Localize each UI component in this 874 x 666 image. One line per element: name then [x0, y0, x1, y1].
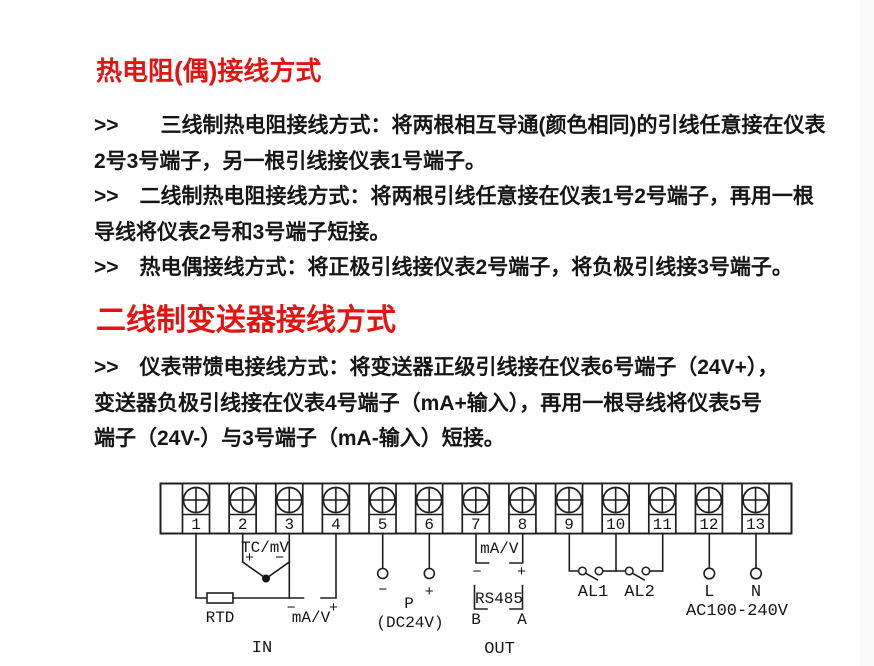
output-circuit: mA/V − + RS485 B A OUT [471, 532, 527, 659]
terminal-cell: 8 [508, 482, 537, 535]
wire-terminal10 [615, 532, 627, 572]
wire-terminal8 [509, 532, 524, 564]
mav-in-label: mA/V [292, 609, 331, 627]
tc-mv-label: TC/mV [241, 539, 289, 557]
terminal-cell: 12 [694, 482, 724, 535]
terminal-number: 4 [331, 516, 341, 534]
terminal-number: 5 [378, 516, 388, 534]
mav-out-label: mA/V [480, 540, 519, 558]
terminal-number: 6 [424, 516, 434, 534]
section2-title: 二线制变送器接线方式 [96, 304, 396, 337]
al2-switch-blade [632, 572, 646, 581]
mav-in-plus-sign: + [329, 600, 338, 617]
al2-contact-left-icon [624, 566, 634, 576]
terminal-cell: 1 [181, 482, 211, 535]
terminal5-contact-icon [376, 567, 389, 580]
ac-range-label: AC100-240V [686, 602, 789, 621]
neutral-label: N [751, 583, 761, 602]
mav-in-minus-sign: − [286, 600, 295, 617]
input-circuit: TC/mV + − − + RTD mA/V IN [195, 532, 338, 658]
rs485-bracket-left [473, 584, 488, 610]
terminal-cell: 6 [414, 482, 444, 535]
al1-contact-right-icon [594, 566, 604, 576]
terminal-cells: 1 2 3 4 [181, 482, 770, 535]
rs485-bracket-right [509, 584, 524, 610]
body-text-line: >> 三线制热电阻接线方式：将两根相互导通(颜色相同)的引线任意接在仪表 [94, 114, 826, 137]
terminal-number: 8 [518, 516, 528, 534]
terminal-cell: 4 [321, 482, 351, 535]
body-text-line: 端子（24V-）与3号端子（mA-输入）短接。 [94, 427, 505, 450]
terminal-cell: 9 [554, 482, 584, 535]
terminal13-contact-icon [749, 567, 763, 580]
terminal-number: 12 [699, 516, 718, 534]
al1-contact-left-icon [577, 566, 587, 576]
terminal-cell: 7 [461, 482, 491, 535]
body-text-line: >> 仪表带馈电接线方式：将变送器正级引线接在仪表6号端子（24V+）， [94, 356, 779, 379]
p-minus-sign: − [378, 582, 387, 599]
terminal6-contact-icon [423, 567, 436, 580]
terminal-cell: 11 [647, 482, 677, 535]
terminal-cell: 13 [741, 482, 770, 535]
terminal-number: 3 [284, 516, 294, 534]
terminal-cell: 2 [228, 482, 257, 535]
rtd-resistor-icon [206, 592, 234, 604]
wire-terminal7 [475, 532, 490, 564]
rtd-label: RTD [206, 609, 235, 627]
terminal-number: 1 [191, 516, 201, 534]
out-plus-sign: + [517, 564, 526, 581]
out-group-label: OUT [484, 640, 515, 659]
terminal-number: 10 [606, 516, 625, 534]
terminal-cell: 10 [601, 482, 631, 535]
al1-switch-blade [585, 572, 599, 581]
terminal-cell: 3 [274, 482, 304, 535]
section1-text: >> 三线制热电阻接线方式：将两根相互导通(颜色相同)的引线任意接在仪表 2号3… [94, 108, 826, 286]
terminal-strip: 1 2 3 4 [159, 482, 793, 535]
section1-title: 热电阻(偶)接线方式 [96, 56, 322, 86]
body-text-line: 2号3号端子，另一根引线接仪表1号端子。 [94, 149, 487, 173]
tc-minus-sign: − [275, 550, 284, 567]
rs485-a-label: A [517, 611, 527, 629]
section2-text: >> 仪表带馈电接线方式：将变送器正级引线接在仪表6号端子（24V+）， 变送器… [94, 350, 778, 457]
terminal-number: 11 [653, 516, 672, 534]
al1-label: AL1 [578, 583, 609, 602]
feed-power-circuit: − + P (DC24V) [376, 532, 444, 632]
alarm-relay-circuit: AL1 AL2 [568, 532, 664, 602]
terminal-number: 13 [746, 516, 765, 534]
page-edge-shade [860, 0, 874, 666]
al2-label: AL2 [624, 583, 655, 602]
wire-terminal1 [195, 532, 208, 599]
terminal12-contact-icon [703, 567, 716, 580]
in-group-label: IN [252, 639, 272, 658]
p-plus-sign: + [425, 584, 434, 601]
body-text-line: >> 二线制热电阻接线方式：将两根引线任意接在仪表1号2号端子，再用一根 [94, 185, 814, 208]
terminal-number: 2 [238, 516, 248, 534]
body-text-line: >> 热电偶接线方式：将正极引线接仪表2号端子，将负极引线接3号端子。 [94, 256, 793, 279]
terminal-number: 7 [471, 516, 481, 534]
p-label: P [404, 595, 414, 613]
al2-contact-right-icon [641, 566, 651, 576]
mains-power-circuit: L N AC100-240V [686, 532, 789, 621]
wire-terminal4 [320, 532, 337, 599]
rs485-b-label: B [471, 611, 481, 629]
tc-plus-sign: + [245, 550, 254, 567]
wire-terminal9 [568, 532, 580, 572]
rs485-label: RS485 [475, 590, 523, 608]
dc24v-label: (DC24V) [376, 614, 443, 632]
line-label: L [704, 583, 714, 602]
terminal-cell: 5 [368, 482, 397, 535]
thermocouple-junction-dot [262, 574, 270, 583]
terminal-number: 9 [564, 516, 574, 534]
out-minus-sign: − [472, 564, 481, 581]
body-text-line: 导线将仪表2号和3号端子短接。 [94, 220, 391, 244]
body-text-line: 变送器负极引线接在仪表4号端子（mA+输入），再用一根导线将仪表5号 [94, 391, 762, 415]
